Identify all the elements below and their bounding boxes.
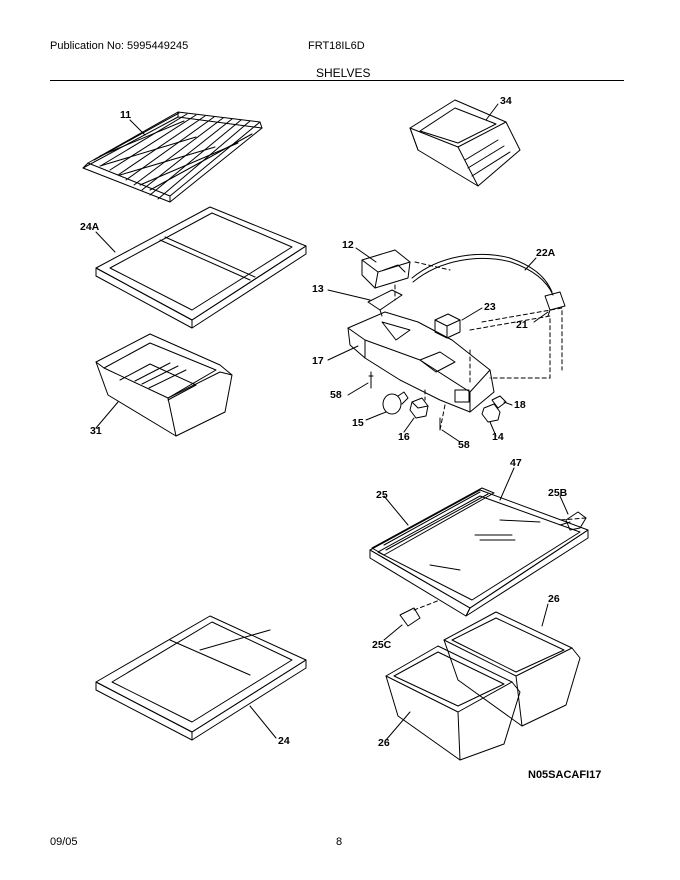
- light-socket-part: [409, 397, 429, 419]
- part-label-23: 23: [484, 301, 496, 313]
- publication-number: Publication No: 5995449245: [50, 40, 189, 52]
- part-label-31: 31: [90, 425, 102, 437]
- wire-harness-part: [411, 253, 566, 317]
- part-label-58-upper: 58: [330, 389, 342, 401]
- part-label-12: 12: [342, 239, 354, 251]
- part-label-21: 21: [516, 319, 528, 331]
- part-label-11: 11: [120, 109, 131, 121]
- control-housing-top-part: [361, 249, 411, 289]
- part-label-34: 34: [500, 95, 512, 107]
- section-title: SHELVES: [316, 66, 371, 80]
- glass-shelf-lower-part: [95, 615, 307, 741]
- thermostat-part: [434, 313, 461, 339]
- wire-shelf-part: [82, 111, 263, 203]
- part-label-25: 25: [376, 489, 388, 501]
- leader-lines: [95, 103, 569, 741]
- dairy-bin-part: [409, 99, 521, 187]
- part-label-15: 15: [352, 417, 364, 429]
- figure-code: N05SACAFI17: [528, 769, 601, 781]
- part-label-26-right: 26: [548, 593, 560, 605]
- deli-drawer-right-part: [443, 611, 581, 727]
- baffle-part: [367, 289, 403, 317]
- part-label-14: 14: [492, 431, 504, 443]
- assembly-lines-upper: [394, 261, 563, 431]
- part-label-24a: 24A: [80, 221, 100, 233]
- shelf-bracket-left-part: [399, 607, 421, 627]
- control-housing-part: [347, 311, 495, 413]
- part-label-22a: 22A: [536, 247, 556, 259]
- switch-part: [491, 395, 507, 409]
- glass-shelf-upper-part: [95, 206, 307, 329]
- part-label-16: 16: [398, 431, 410, 443]
- light-switch-part: [481, 403, 501, 423]
- part-label-17: 17: [312, 355, 324, 367]
- shelf-bracket-right-part: [559, 511, 587, 531]
- part-label-47: 47: [510, 457, 522, 469]
- part-label-25c: 25C: [372, 639, 392, 651]
- part-label-13: 13: [312, 283, 324, 295]
- model-number: FRT18IL6D: [308, 40, 365, 52]
- part-label-26-left: 26: [378, 737, 390, 749]
- deli-drawer-left-part: [385, 645, 521, 761]
- light-bulb-part: [382, 391, 409, 415]
- part-label-24: 24: [278, 735, 290, 747]
- part-label-58-lower: 58: [458, 439, 470, 451]
- deli-shelf-part: [369, 487, 589, 617]
- screw-parts: [368, 371, 441, 431]
- header-rule: [50, 80, 624, 81]
- part-label-18: 18: [514, 399, 526, 411]
- part-label-25b: 25B: [548, 487, 568, 499]
- page-number: 8: [336, 836, 343, 848]
- crisper-drawer-part: [95, 333, 233, 437]
- assembly-lines-lower: [413, 517, 587, 611]
- footer-date: 09/05: [50, 836, 78, 848]
